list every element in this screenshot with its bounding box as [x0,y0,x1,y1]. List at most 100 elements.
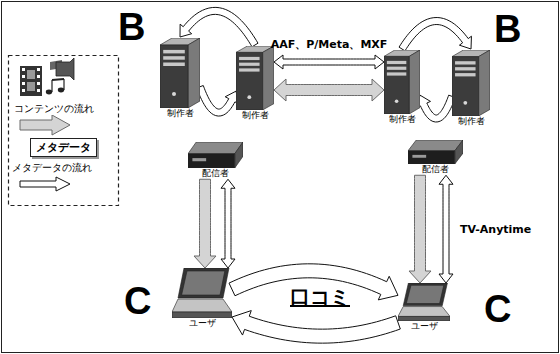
drive-bay [163,63,185,67]
music-note-stem [51,80,52,92]
server-side [479,50,490,116]
server-node: 制作者 [236,46,274,121]
content-flow-arrow [409,175,431,283]
server-icon [384,50,420,114]
server-side [409,50,420,114]
drive-bay [387,61,406,64]
role-label: 配信者 [422,164,449,175]
role-label: 制作者 [167,108,194,119]
server-icon [160,38,200,108]
server-picture [160,38,200,108]
drive-bay [239,63,260,66]
power-button [172,92,176,96]
film-hole [37,82,40,85]
role-label: 制作者 [458,116,485,127]
film-frame [27,82,35,91]
laptop-keyboard [398,307,450,317]
laptop-screen-frame [178,268,229,298]
server-node: 制作者 [452,50,490,127]
speaker [56,58,74,80]
role-label: ユーザ [189,318,216,329]
film-hole [37,89,40,92]
drive-bay [163,50,185,54]
metadata-legend-box: メタデータ [30,138,97,157]
music-note [58,88,64,93]
metadata-flow-arrow [439,175,453,283]
content-flow-sample [20,115,70,135]
power-button [247,95,251,99]
device-node: 配信者 [408,140,463,175]
laptop-icon [172,268,232,318]
device-node: 配信者 [188,142,243,179]
metadata-flow-arrow [232,311,400,344]
film-hole [22,68,25,71]
drive-bay [387,72,406,75]
server-front [384,56,409,114]
music-note-stem [63,79,64,90]
laptop-base [172,312,232,318]
drive-bay [163,56,185,60]
metadata-flow-arrow [197,86,239,117]
laptop-node: ユーザ [398,283,450,332]
metadata-flow-sample [20,177,70,191]
laptop-icon [398,283,450,321]
legend-box [9,56,119,206]
tier-letter: B [494,10,521,50]
device-slot [412,155,426,158]
film-hole [22,89,25,92]
content-flow-arrow [194,179,216,268]
music-note [46,90,52,95]
device-top [408,140,463,151]
film-strip [20,66,42,96]
server-picture [384,50,420,114]
content-flow-arrow [274,79,384,101]
device-slot [192,158,206,161]
device-top [188,142,243,154]
device-icon [188,142,243,168]
legend-text: コンテンツの流れ [14,103,94,115]
metadata-flow-arrow [417,95,456,122]
tier-letter: C [124,282,151,322]
device-side [455,140,463,164]
drive-bay [239,57,260,60]
drive-bay [387,67,406,70]
tier-letter: B [118,8,145,48]
role-label: 制作者 [389,114,416,125]
server-picture [236,46,274,110]
tier-letter: C [484,290,511,330]
metadata-flow-arrow [221,179,235,268]
role-label: ユーザ [411,321,438,332]
power-button [463,101,467,105]
server-icon [452,50,490,116]
laptop-picture [172,268,232,318]
server-front [160,45,188,108]
device-icon [408,140,463,164]
laptop-screen [182,271,225,295]
word-of-mouth-label: 口コミ [290,287,350,308]
film-hole [37,75,40,78]
server-front [452,57,479,116]
format-label: TV-Anytime [460,223,531,236]
format-label: AAF、P/Meta、MXF [271,38,388,51]
device-picture [188,142,243,168]
drive-bay [455,67,476,70]
server-front [236,52,263,110]
content-icon [20,58,74,96]
role-label: 配信者 [202,168,229,179]
metadata-flow-arrow [274,55,384,69]
device-front [188,154,235,168]
music-note-beam [52,79,64,80]
server-icon [236,46,274,110]
power-button [395,99,399,103]
laptop-picture [398,283,450,321]
device-front [408,151,455,164]
server-node: 制作者 [160,38,200,119]
film-frame [27,70,35,79]
metadata-flow-arrow [399,18,471,51]
film-hole [22,82,25,85]
laptop-keyboard [172,299,232,312]
server-side [188,38,200,108]
server-side [263,46,274,110]
server-picture [452,50,490,116]
